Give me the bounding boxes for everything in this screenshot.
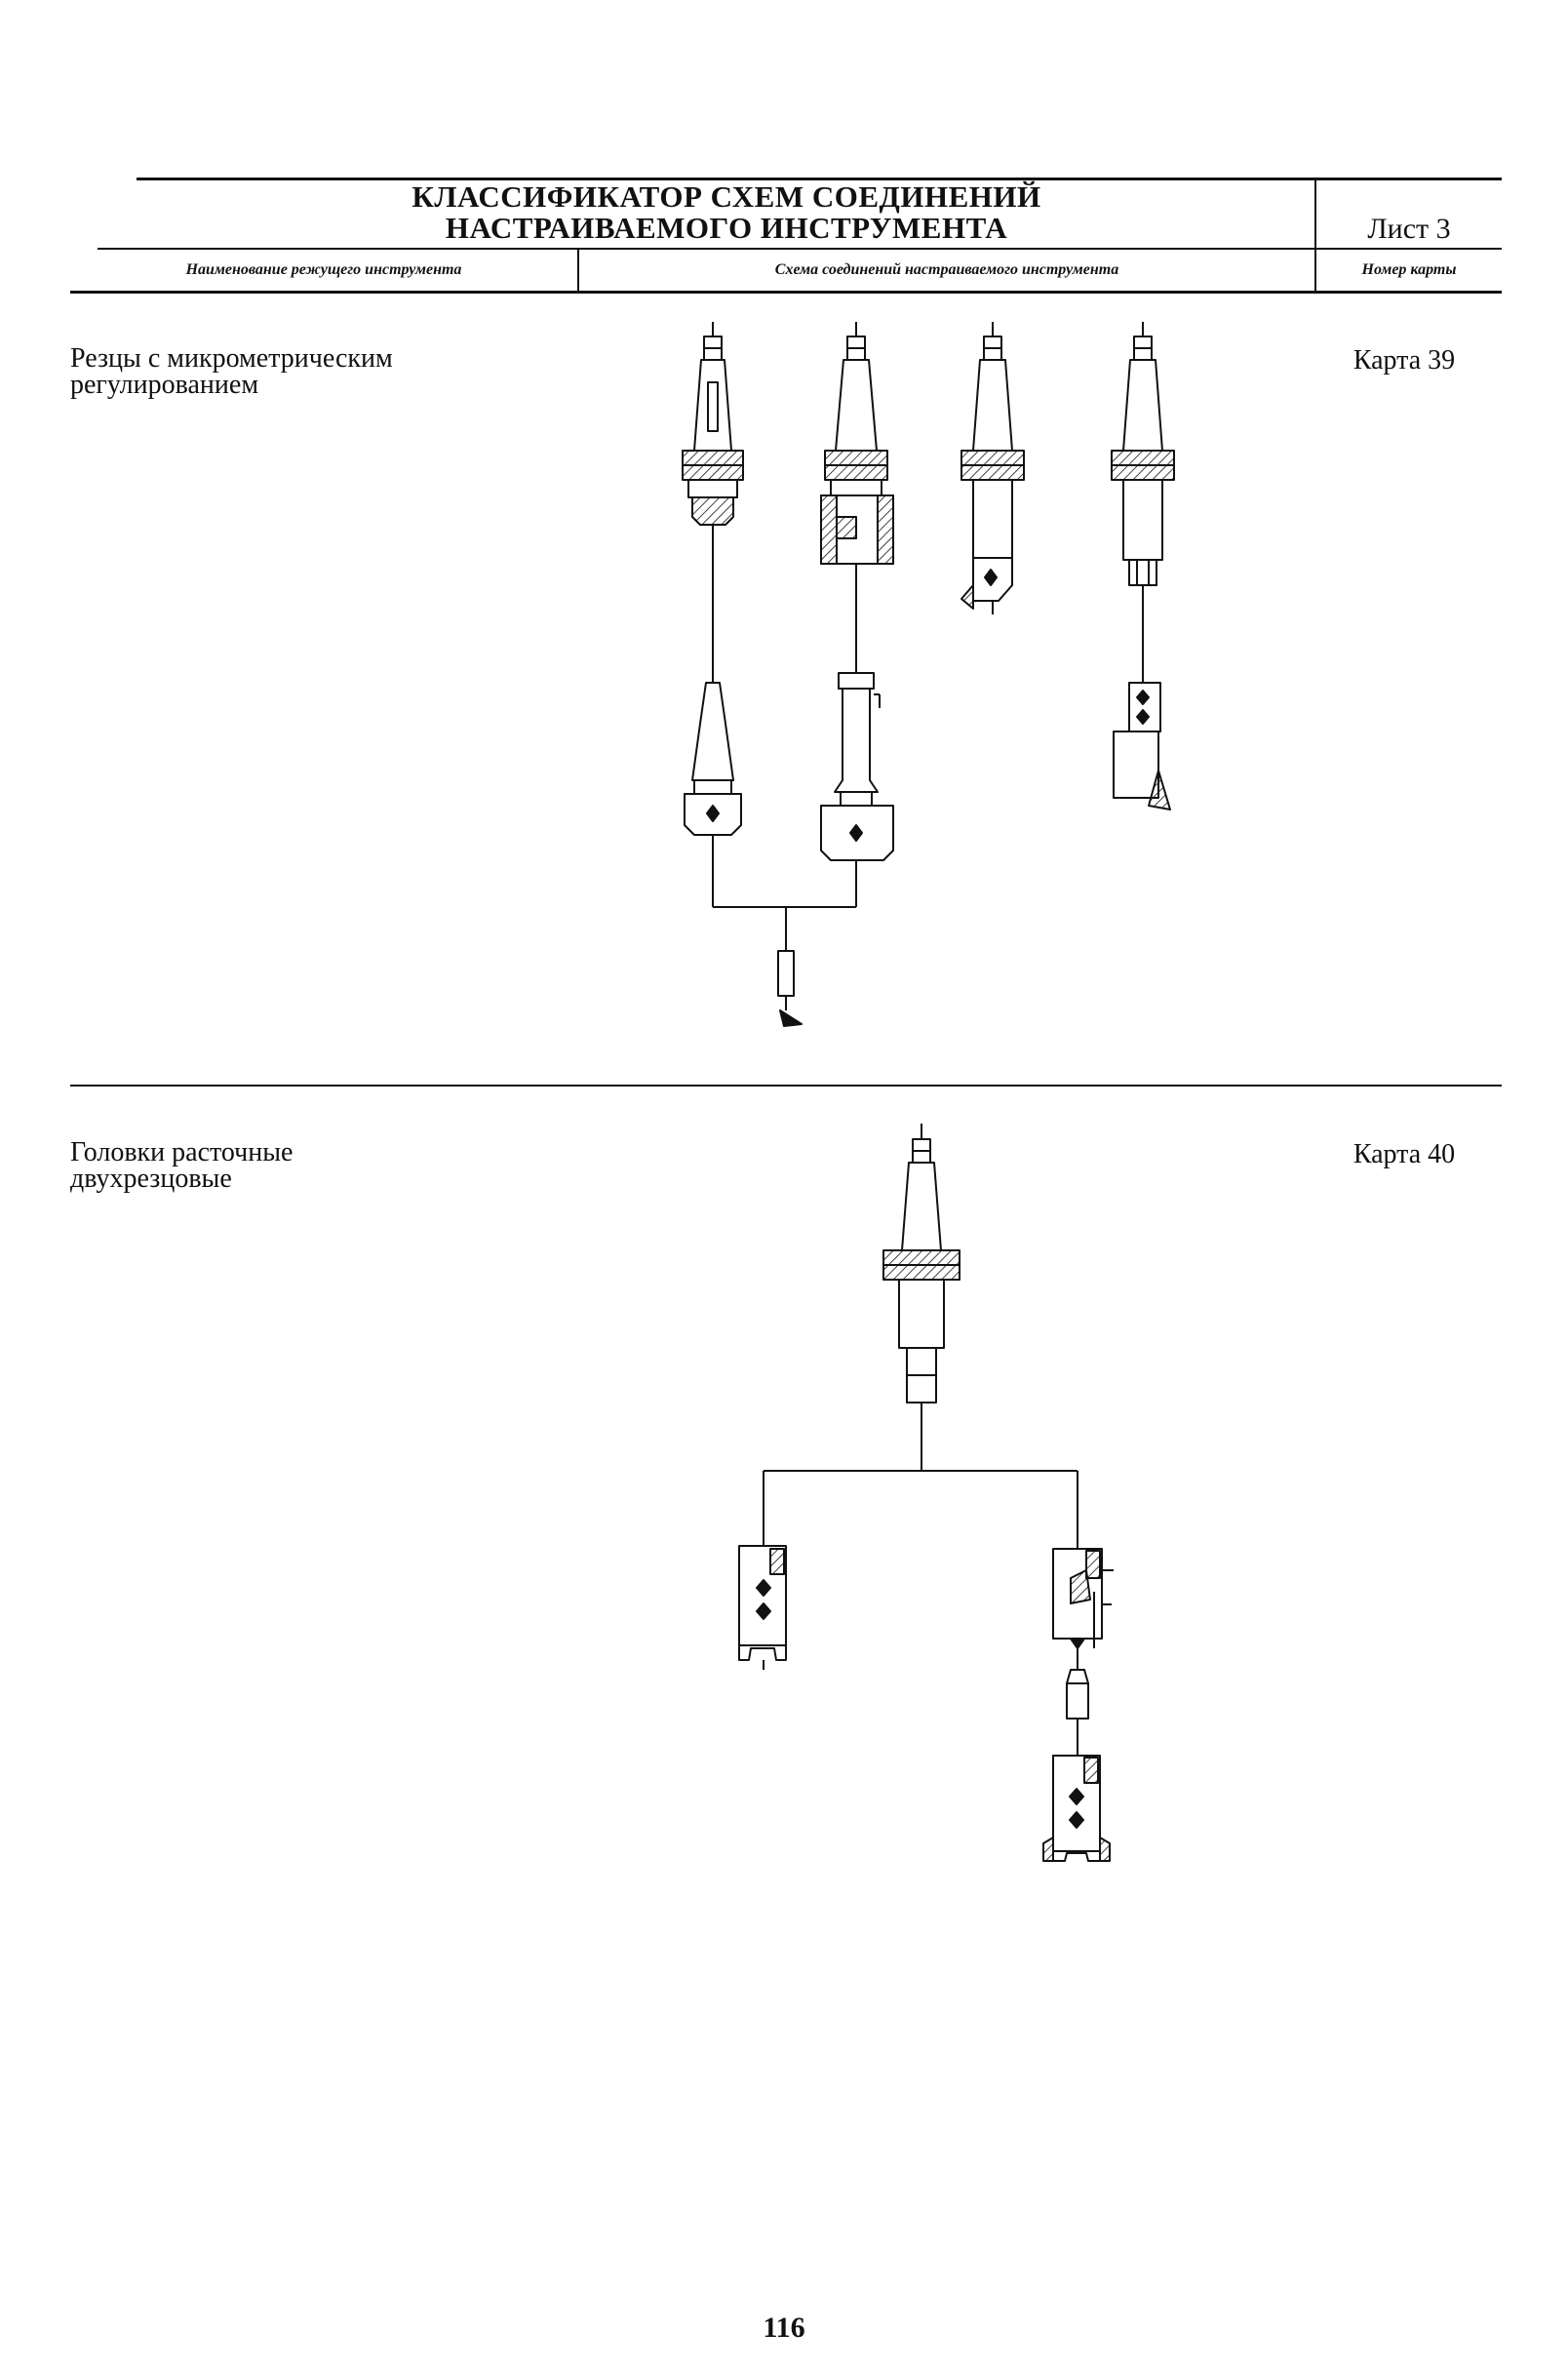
page-title: КЛАССИФИКАТОР СХЕМ СОЕДИНЕНИЙ НАСТРАИВАЕ… (137, 181, 1316, 244)
row1-cutter-insert-icon (778, 951, 802, 1026)
row2-right-boring-head-icon (1053, 1549, 1114, 1670)
row1-tool1-spindle-holder-icon (683, 322, 743, 683)
row-separator (70, 1085, 1502, 1087)
row-1-name-line-1: Резцы с микрометрическим (70, 343, 393, 374)
row1-tool3-boring-bar-icon (961, 322, 1024, 614)
title-line-2: НАСТРАИВАЕМОГО ИНСТРУМЕНТА (445, 211, 1008, 245)
row-2-tool-name: Головки расточные двухрезцовые (70, 1137, 577, 1194)
row-2-name-line-1: Головки расточные (70, 1137, 294, 1167)
row1-tool2-spindle-holder-icon (821, 322, 893, 673)
row-1-card-number: Карта 39 (1352, 345, 1456, 376)
row2-intermediate-adapter-icon (1067, 1670, 1088, 1756)
column-header-scheme: Схема соединений настраиваемого инструме… (774, 261, 1119, 278)
row-1-name-line-2: регулированием (70, 370, 259, 400)
row-2-name-line-2: двухрезцовые (70, 1164, 232, 1194)
row1-tool4-cutter-block-icon (1114, 683, 1170, 810)
sheet-number: Лист 3 (1367, 213, 1451, 245)
row1-tool1-adapter-icon (685, 683, 741, 907)
header-bottom-rule (70, 291, 1502, 294)
header-top-rule (137, 178, 1502, 180)
row2-left-boring-head-icon (739, 1546, 786, 1670)
row2-spindle-holder-icon (883, 1124, 960, 1471)
row1-junction-lines (713, 907, 856, 951)
row2-junction-lines (764, 1471, 1078, 1549)
title-line-1: КЛАССИФИКАТОР СХЕМ СОЕДИНЕНИЙ (412, 179, 1041, 214)
row2-lower-boring-head-icon (1043, 1756, 1110, 1861)
row-1-tool-name: Резцы с микрометрическим регулированием (70, 343, 577, 400)
header-divider-sheet (1314, 178, 1316, 293)
header-title-rule (98, 248, 1502, 250)
column-header-card: Номер карты (1361, 261, 1457, 278)
page-number: 116 (763, 2312, 805, 2344)
row1-tool4-spindle-holder-icon (1112, 322, 1174, 683)
row1-tool2-adapter-icon (821, 673, 893, 907)
column-header-tool-name: Наименование режущего инструмента (185, 261, 462, 278)
row-2-card-number: Карта 40 (1352, 1139, 1456, 1169)
header-divider-col1 (577, 250, 579, 293)
